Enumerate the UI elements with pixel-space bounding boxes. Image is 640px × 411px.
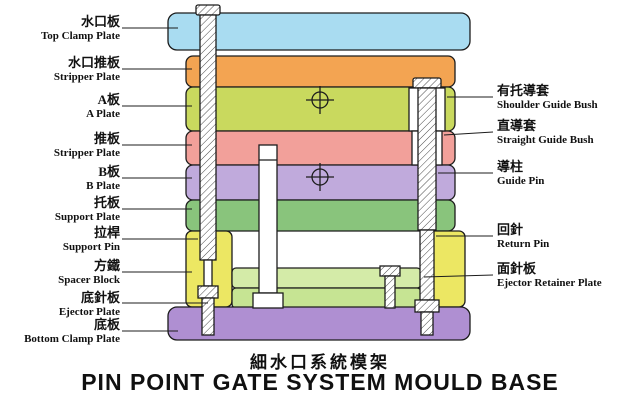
label-support-plate-zh: 托板 (93, 195, 120, 210)
label-support-pin-zh: 拉桿 (93, 225, 120, 240)
label-ejector-retainer-plate-en: Ejector Retainer Plate (497, 276, 602, 289)
label-stripper-plate-mid-zh: 推板 (93, 131, 120, 146)
label-shoulder-guide-bush: 有托導套 Shoulder Guide Bush (497, 83, 598, 112)
label-bottom-clamp-plate: 底板 Bottom Clamp Plate (24, 317, 120, 346)
center-mark-upper (306, 86, 334, 114)
label-return-pin: 回針 Return Pin (497, 222, 550, 251)
bottom-clamp-plate-shape (167, 306, 471, 341)
label-guide-pin-zh: 導柱 (497, 159, 524, 174)
guide-pin-assembly (408, 77, 446, 336)
label-return-pin-zh: 回針 (497, 222, 524, 237)
label-bottom-clamp-plate-en: Bottom Clamp Plate (24, 332, 120, 345)
label-ejector-retainer-plate: 面針板 Ejector Retainer Plate (497, 261, 602, 290)
label-b-plate-en: B Plate (86, 179, 120, 192)
label-ejector-retainer-plate-zh: 面針板 (497, 261, 537, 276)
diagram-shapes (167, 4, 471, 341)
label-return-pin-en: Return Pin (497, 237, 550, 250)
label-stripper-plate-mid: 推板 Stripper Plate (53, 131, 120, 160)
guide-pin-shape (417, 87, 437, 231)
label-guide-pin: 導柱 Guide Pin (497, 159, 545, 188)
return-pin-shape (419, 229, 435, 301)
center-pin-shape (252, 144, 284, 309)
label-top-clamp-plate-zh: 水口板 (80, 14, 120, 29)
bottom-bolt-head-shape (414, 299, 440, 313)
label-shoulder-guide-bush-zh: 有托導套 (497, 83, 550, 98)
label-stripper-plate-top-zh: 水口推板 (67, 55, 120, 70)
label-a-plate-zh: A板 (97, 92, 120, 107)
support-pin-shape (195, 4, 221, 336)
label-spacer-block-zh: 方鐵 (93, 258, 120, 273)
label-straight-guide-bush-en: Straight Guide Bush (497, 133, 594, 146)
label-support-plate-en: Support Plate (54, 210, 120, 223)
label-guide-pin-en: Guide Pin (497, 174, 545, 187)
label-shoulder-guide-bush-en: Shoulder Guide Bush (497, 98, 598, 111)
label-stripper-plate-top-en: Stripper Plate (53, 70, 120, 83)
label-a-plate-en: A Plate (86, 107, 120, 120)
label-ejector-plate-en: Ejector Plate (58, 305, 120, 318)
label-top-clamp-plate: 水口板 Top Clamp Plate (40, 14, 120, 43)
label-ejector-plate: 底針板 Ejector Plate (58, 290, 120, 319)
bottom-bolt-shaft-shape (420, 311, 434, 336)
label-straight-guide-bush: 直導套 Straight Guide Bush (497, 118, 594, 147)
label-straight-guide-bush-zh: 直導套 (497, 118, 537, 133)
leader-lines (122, 27, 494, 332)
diagram-title-english: PIN POINT GATE SYSTEM MOULD BASE (81, 369, 559, 395)
label-support-plate: 托板 Support Plate (54, 195, 120, 224)
label-support-pin-en: Support Pin (62, 240, 120, 253)
label-ejector-plate-zh: 底針板 (80, 290, 120, 305)
label-support-pin: 拉桿 Support Pin (62, 225, 120, 254)
label-a-plate: A板 A Plate (86, 92, 120, 121)
label-spacer-block-en: Spacer Block (58, 273, 120, 286)
guide-pin-cap-shape (412, 77, 442, 89)
label-b-plate-zh: B板 (98, 164, 120, 179)
label-stripper-plate-top: 水口推板 Stripper Plate (53, 55, 120, 84)
diagram-title-chinese: 細水口系統模架 (250, 353, 390, 372)
center-mark-lower (306, 163, 334, 191)
label-stripper-plate-mid-en: Stripper Plate (53, 146, 120, 159)
ejector-screw-shape (379, 265, 401, 309)
top-clamp-plate-shape (167, 12, 471, 51)
label-bottom-clamp-plate-zh: 底板 (93, 317, 120, 332)
support-plate-shape (185, 199, 456, 232)
label-b-plate: B板 B Plate (86, 164, 120, 193)
label-spacer-block: 方鐵 Spacer Block (58, 258, 120, 287)
label-top-clamp-plate-en: Top Clamp Plate (40, 29, 120, 42)
